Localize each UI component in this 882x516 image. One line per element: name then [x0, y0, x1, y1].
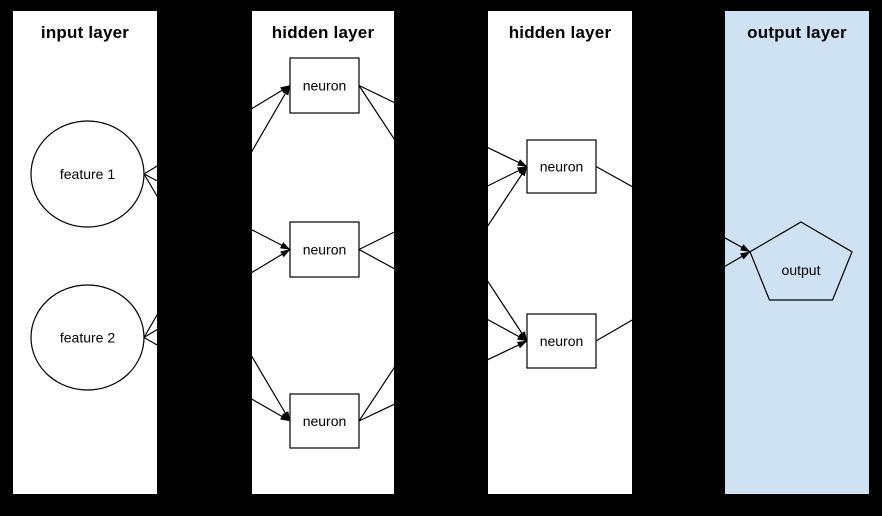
- layer-column-output: output layer: [725, 11, 869, 494]
- hidden-layer-1-title: hidden layer: [271, 23, 375, 42]
- layer-column-input: input layer: [13, 11, 157, 494]
- input-layer-title: input layer: [40, 23, 130, 42]
- output-layer-title: output layer: [747, 23, 847, 42]
- layer-column-hidden-1: hidden layer: [252, 11, 394, 494]
- hidden-layer-2-title: hidden layer: [508, 23, 612, 42]
- layer-column-hidden-2: hidden layer: [488, 11, 632, 494]
